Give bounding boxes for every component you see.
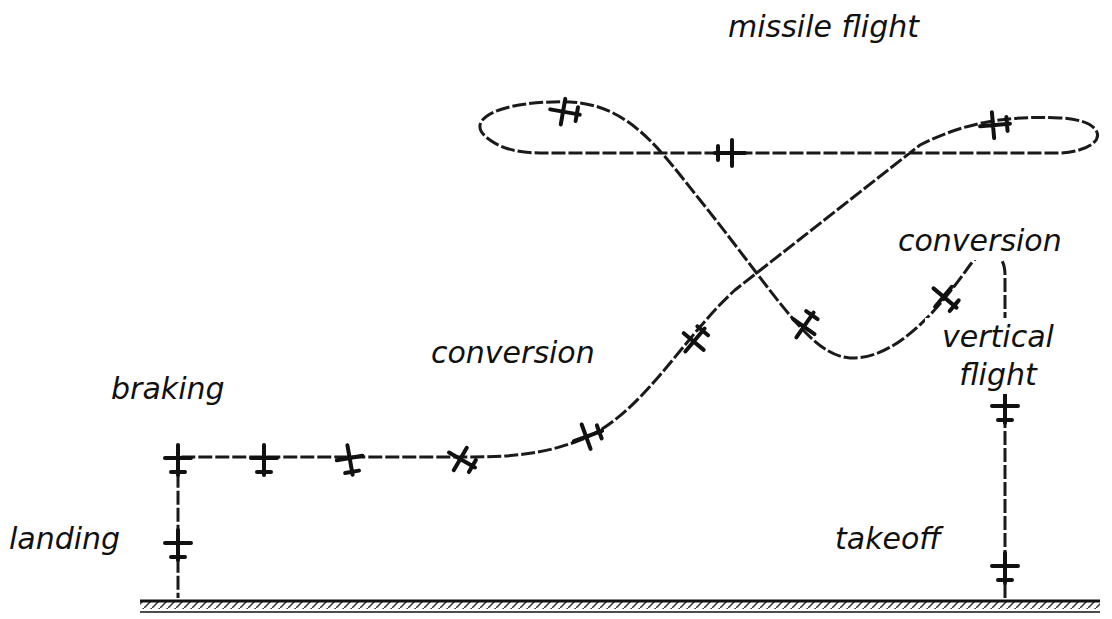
ground-hatch: [140, 601, 1100, 609]
path-label: vertical flight: [925, 318, 1071, 394]
path-label: braking: [108, 370, 228, 408]
path-label: conversion: [428, 334, 598, 372]
ground-line: [140, 600, 1100, 603]
path-label: conversion: [895, 222, 1065, 260]
flight-path: [178, 102, 1098, 598]
path-label: missile flight: [725, 8, 922, 46]
ground-line: [140, 611, 1100, 613]
path-label: takeoff: [832, 520, 944, 558]
path-label: landing: [6, 520, 123, 558]
aircraft-symbols: [165, 97, 1018, 583]
